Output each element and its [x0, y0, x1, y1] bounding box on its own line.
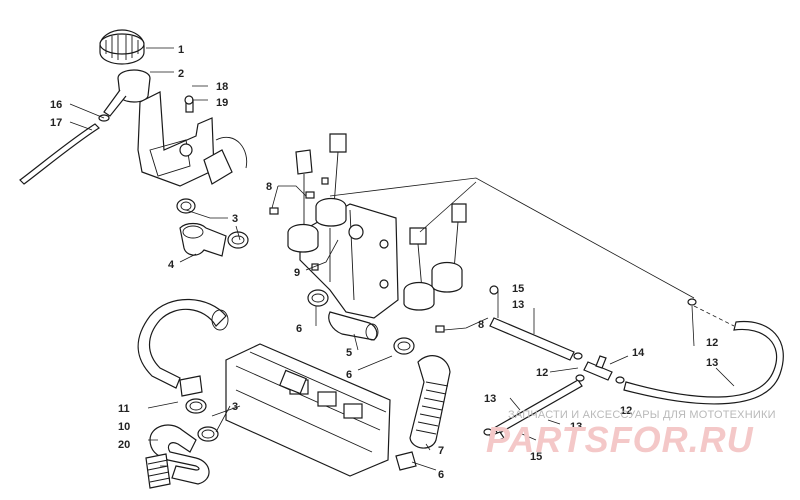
outlet-fitting	[328, 311, 379, 341]
watermark: PARTSFOR.RU ЗАПЧАСТИ И АКСЕССУАРЫ ДЛЯ МО…	[486, 409, 776, 460]
hose-clamp	[185, 398, 207, 414]
elbow-hose	[179, 222, 227, 257]
leader-lines	[69, 47, 735, 471]
callout-8: 8	[478, 319, 484, 331]
overflow-hose	[19, 123, 100, 185]
corrugated-hose	[409, 355, 451, 449]
callout-16: 16	[50, 99, 62, 111]
callout-6: 6	[438, 469, 444, 481]
callout-6: 6	[346, 369, 352, 381]
coolant-manifold	[299, 203, 399, 319]
callouts: 1 2 16 17 18 19 8 3 4 9 15 13 6 5 8 6 14…	[50, 44, 718, 481]
callout-17: 17	[50, 117, 62, 129]
long-coolant-hose	[623, 320, 784, 405]
bypass-tube-lower	[489, 379, 583, 443]
callout-8: 8	[266, 181, 272, 193]
hose-spring	[145, 453, 171, 489]
mounting-bracket	[137, 91, 248, 187]
radiator-cap	[99, 29, 145, 65]
hose-clamp	[395, 451, 417, 471]
callout-7: 7	[438, 445, 444, 457]
clamps-small	[483, 298, 697, 436]
watermark-logo: PARTSFOR.RU	[486, 419, 754, 460]
callout-19: 19	[216, 97, 228, 109]
callout-9: 9	[294, 267, 300, 279]
engine-block	[179, 343, 391, 477]
bypass-tube-upper	[489, 285, 575, 361]
callout-3: 3	[232, 401, 238, 413]
filler-neck	[103, 69, 151, 117]
sensor-assembly-mid	[315, 133, 347, 227]
radiator-hose-upper	[137, 298, 229, 389]
callout-4: 4	[168, 259, 175, 271]
watermark-tagline: ЗАПЧАСТИ И АКСЕССУАРЫ ДЛЯ МОТОТЕХНИКИ	[508, 409, 776, 421]
callout-12: 12	[620, 405, 632, 417]
routing-line	[329, 177, 735, 327]
callout-15: 15	[512, 283, 524, 295]
callout-1: 1	[178, 44, 184, 56]
sensor-assembly-left	[287, 149, 319, 253]
callout-13: 13	[512, 299, 524, 311]
callout-14: 14	[632, 347, 645, 359]
hose-clamp	[307, 289, 329, 307]
callout-2: 2	[178, 68, 184, 80]
callout-18: 18	[216, 81, 228, 93]
bolts	[269, 177, 445, 333]
callout-12: 12	[706, 337, 718, 349]
callout-3: 3	[232, 213, 238, 225]
callout-10: 10	[118, 421, 130, 433]
hose-clamp	[197, 426, 219, 442]
callout-12: 12	[536, 367, 548, 379]
callout-13: 13	[484, 393, 496, 405]
callout-5: 5	[346, 347, 352, 359]
hose-clamp	[176, 198, 196, 214]
callout-13: 13	[706, 357, 718, 369]
tee-fitting	[583, 355, 613, 381]
callout-13: 13	[570, 421, 582, 433]
hose-clamp	[393, 337, 415, 355]
sensor-assembly-right	[403, 203, 467, 311]
callout-6: 6	[296, 323, 302, 335]
callout-20: 20	[118, 439, 130, 451]
callout-11: 11	[118, 403, 130, 415]
callout-15: 15	[530, 451, 542, 463]
